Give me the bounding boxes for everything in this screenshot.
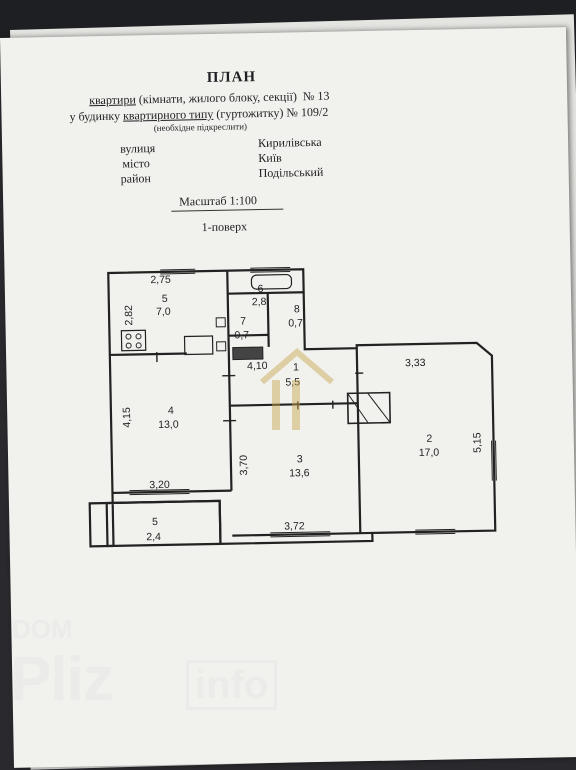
room-7-area: 0,7 xyxy=(234,329,249,341)
house-logo-watermark xyxy=(260,348,334,430)
wall-bath-bottom xyxy=(227,291,304,295)
burner-1 xyxy=(125,333,132,340)
wall-room3-bottom xyxy=(232,531,373,537)
room-1-number: 1 xyxy=(293,361,299,373)
room-6-number: 6 xyxy=(257,283,263,295)
dim-room4-depth: 4,15 xyxy=(121,407,133,428)
dim-kitchen-width: 2,75 xyxy=(150,274,171,286)
vent-1 xyxy=(215,317,226,328)
dim-room3-width: 3,72 xyxy=(284,520,305,532)
room-8-number: 8 xyxy=(294,303,300,315)
dim-room2-depth: 5,15 xyxy=(471,432,483,453)
kitchen-sink xyxy=(183,335,214,356)
room-4-number: 4 xyxy=(168,405,174,417)
room-4-area: 13,0 xyxy=(158,419,179,431)
window-room3 xyxy=(270,531,331,538)
wall-corridor-room3 xyxy=(229,402,358,407)
burner-3 xyxy=(125,342,132,349)
room-3-number: 3 xyxy=(297,453,303,465)
room-5b-area: 2,4 xyxy=(146,531,161,543)
room-7-number: 7 xyxy=(240,315,246,327)
window-room4 xyxy=(129,488,190,496)
dim-kitchen-depth: 2,82 xyxy=(123,305,135,326)
window-room2-side xyxy=(491,440,497,481)
room-1-area: 5,5 xyxy=(285,376,300,388)
wall-wc-side xyxy=(266,292,270,347)
chimney-hatch xyxy=(232,346,264,361)
wall-room3-room2 xyxy=(355,348,362,534)
window-bath xyxy=(250,266,291,273)
watermark-info: info xyxy=(186,660,278,710)
vent-2 xyxy=(216,341,227,352)
wall-room4-bottom xyxy=(112,489,232,495)
window-kitchen xyxy=(160,268,196,275)
stove-block xyxy=(346,391,391,425)
watermark-pliz: Pliz xyxy=(10,645,114,714)
balcony-walls xyxy=(88,499,222,548)
room-8-area: 0,7 xyxy=(288,317,303,329)
burner-2 xyxy=(135,333,142,340)
door-marks xyxy=(156,352,364,422)
wall-wc-bottom xyxy=(228,333,269,337)
room-3-area: 13,6 xyxy=(289,467,310,479)
burner-4 xyxy=(135,342,142,349)
wall-room4-corridor xyxy=(226,270,233,491)
dim-room3-depth: 3,70 xyxy=(238,455,250,476)
dim-room4-width: 3,20 xyxy=(149,479,170,491)
watermark-dom: DOM xyxy=(12,614,73,644)
dim-corridor: 4,10 xyxy=(247,360,268,372)
room-2-area: 17,0 xyxy=(419,447,440,459)
outer-walls xyxy=(105,268,497,548)
dim-room2-width: 3,33 xyxy=(405,357,426,369)
room-5b-number: 5 xyxy=(152,516,158,528)
room-2-number: 2 xyxy=(426,433,432,445)
room-5-area: 7,0 xyxy=(156,306,171,318)
kitchen-stove xyxy=(120,329,147,352)
window-room2-bottom xyxy=(415,528,456,535)
bathtub xyxy=(250,273,293,290)
room-5-number: 5 xyxy=(162,293,168,305)
wall-kitchen-room4 xyxy=(109,352,187,357)
room-6-area: 2,8 xyxy=(252,296,267,308)
stove-hatch xyxy=(347,392,391,424)
